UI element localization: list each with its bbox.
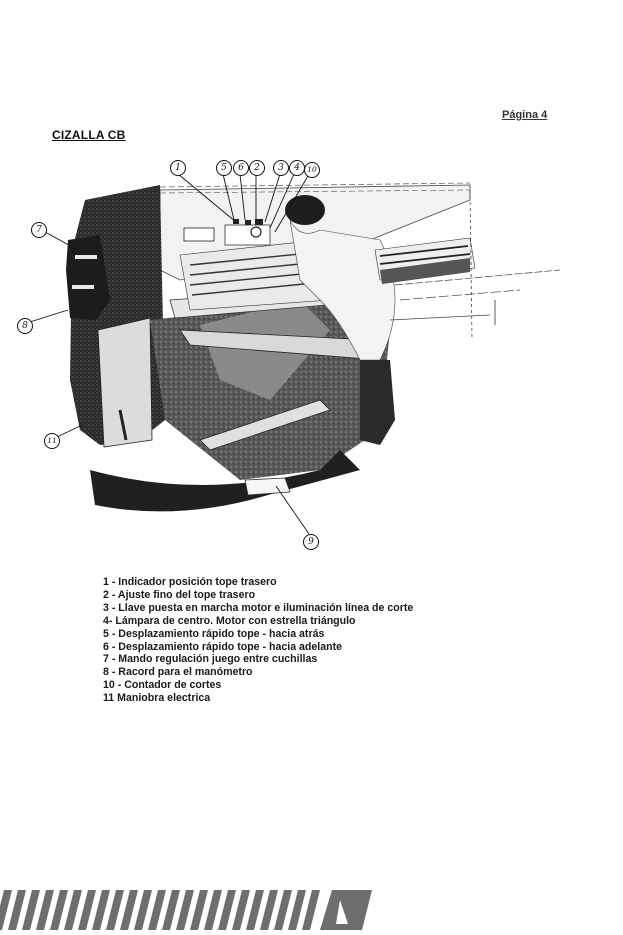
callout-9: 9 bbox=[303, 534, 319, 550]
callout-8: 8 bbox=[17, 318, 33, 334]
legend-item: 10 - Contador de cortes bbox=[103, 679, 222, 692]
legend-item: 5 - Desplazamiento rápido tope - hacia a… bbox=[103, 627, 325, 640]
legend-item: 11 Maniobra electrica bbox=[103, 692, 211, 705]
page-number-label: Página 4 bbox=[502, 109, 548, 121]
shear-machine-photo bbox=[29, 173, 561, 535]
callout-7: 7 bbox=[31, 222, 47, 238]
legend-item: 2 - Ajuste fino del tope trasero bbox=[103, 588, 256, 601]
callout-3: 3 bbox=[273, 160, 289, 176]
striped-logo-icon bbox=[0, 890, 372, 930]
brand-stripe-logo bbox=[0, 890, 380, 930]
legend-item: 1 - Indicador posición tope trasero bbox=[103, 576, 277, 588]
legend-item: 4- Lámpara de centro. Motor con estrella… bbox=[103, 614, 356, 627]
document-title: CIZALLA CB bbox=[52, 128, 126, 142]
callout-4: 4 bbox=[289, 160, 305, 176]
parts-legend: 1 - Indicador posición tope trasero 2 - … bbox=[103, 576, 413, 705]
callout-6: 6 bbox=[233, 160, 249, 176]
callout-10: 10 bbox=[304, 162, 320, 178]
callout-5: 5 bbox=[216, 160, 232, 176]
legend-item: 8 - Racord para el manómetro bbox=[103, 666, 253, 679]
callout-11: 11 bbox=[44, 433, 60, 449]
callout-1: 1 bbox=[170, 160, 186, 176]
legend-item: 7 - Mando regulación juego entre cuchill… bbox=[103, 653, 318, 666]
machine-illustration: 1 5 6 2 3 4 10 7 8 11 9 bbox=[0, 150, 623, 560]
callout-2: 2 bbox=[249, 160, 265, 176]
legend-item: 6 - Desplazamiento rápido tope - hacia a… bbox=[103, 640, 343, 653]
legend-item: 3 - Llave puesta en marcha motor e ilumi… bbox=[103, 601, 414, 614]
